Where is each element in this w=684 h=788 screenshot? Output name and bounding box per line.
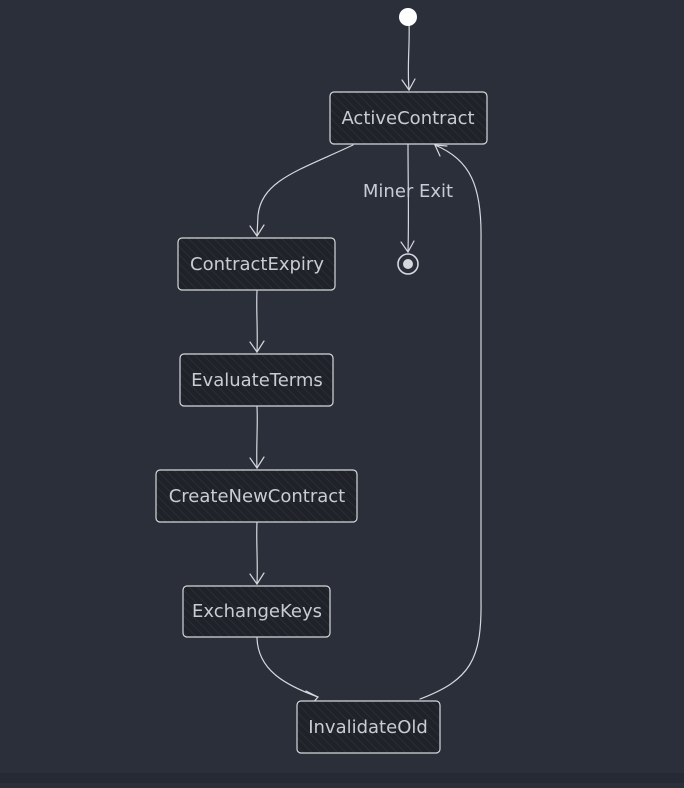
state-label: EvaluateTerms <box>191 370 323 391</box>
edge-active-to-expiry <box>257 145 353 236</box>
edge-start-to-active <box>408 22 409 90</box>
state-label: InvalidateOld <box>308 717 428 738</box>
edge-expiry-to-evaluate <box>257 291 258 352</box>
state-invalidate[interactable]: InvalidateOld <box>297 701 440 753</box>
state-expiry[interactable]: ContractExpiry <box>178 238 335 290</box>
edge-label-miner-exit: Miner Exit <box>363 181 453 202</box>
edge-create-to-exchange <box>257 522 258 584</box>
bottom-strip <box>0 773 684 783</box>
edge-invalidate-to-active <box>420 145 481 699</box>
state-label: ActiveContract <box>341 108 474 129</box>
state-label: ContractExpiry <box>190 254 324 275</box>
state-create[interactable]: CreateNewContract <box>156 470 357 522</box>
state-active[interactable]: ActiveContract <box>330 92 487 144</box>
start-node <box>399 8 417 26</box>
end-node <box>398 254 418 274</box>
state-label: CreateNewContract <box>169 486 346 507</box>
edge-exchange-to-invalidate <box>257 638 318 697</box>
state-evaluate[interactable]: EvaluateTerms <box>180 354 333 406</box>
edge-evaluate-to-create <box>257 407 258 468</box>
state-exchange[interactable]: ExchangeKeys <box>183 586 330 637</box>
arrowhead-active-to-end <box>401 241 414 252</box>
state-label: ExchangeKeys <box>192 601 322 622</box>
